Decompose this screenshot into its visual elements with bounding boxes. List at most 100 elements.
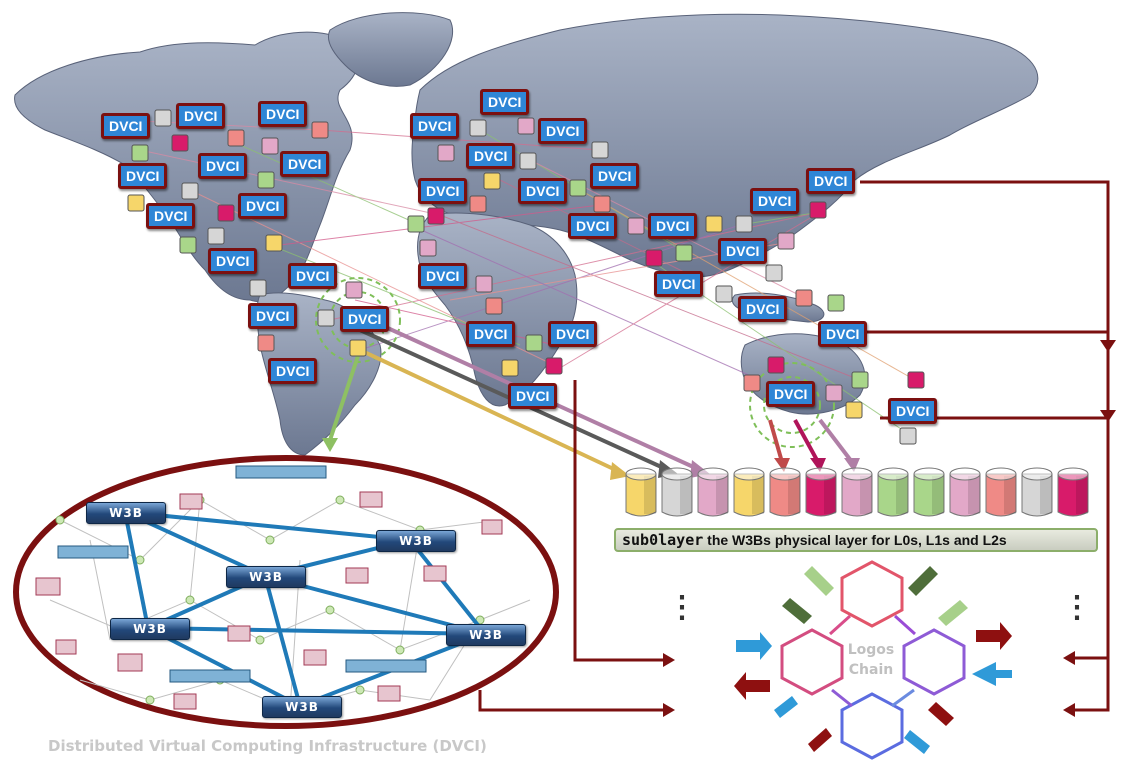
- green-node-square: [257, 171, 275, 189]
- ellipsis-left: ⋮: [667, 591, 697, 624]
- dvci-node: DVCI: [146, 203, 196, 229]
- dvci-node: DVCI: [888, 398, 938, 424]
- w3b-network: [13, 455, 559, 729]
- logos-chain-line1: Logos: [847, 642, 895, 658]
- dvci-node: DVCI: [518, 178, 568, 204]
- gray-node-square: [469, 119, 487, 137]
- dvci-node: DVCI: [118, 163, 168, 189]
- dvci-node: DVCI: [568, 213, 618, 239]
- salmon-node-square: [795, 289, 813, 307]
- pink-node-square: [825, 384, 843, 402]
- dvci-node: DVCI: [818, 321, 868, 347]
- flow-arrows: [328, 318, 854, 474]
- gray-node-square: [181, 182, 199, 200]
- salmon-node-square: [311, 121, 329, 139]
- dvci-node: DVCI: [410, 113, 460, 139]
- yellow-node-square: [845, 401, 863, 419]
- pink-layer-cylinder: [841, 467, 873, 517]
- dvci-node: DVCI: [340, 306, 390, 332]
- dvci-node: DVCI: [418, 263, 468, 289]
- routing-arrowheads: [663, 340, 1116, 717]
- gray-layer-cylinder: [661, 467, 693, 517]
- dvci-node: DVCI: [288, 263, 338, 289]
- pink-layer-cylinder: [949, 467, 981, 517]
- sub0layer-text: the W3Bs physical layer for L0s, L1s and…: [703, 532, 1007, 548]
- dvci-node: DVCI: [480, 89, 530, 115]
- salmon-layer-cylinder: [769, 467, 801, 517]
- dvci-node: DVCI: [248, 303, 298, 329]
- dvci-node: DVCI: [508, 383, 558, 409]
- gray-node-square: [765, 264, 783, 282]
- ellipsis-right: ⋮: [1062, 591, 1092, 624]
- yellow-layer-cylinder: [733, 467, 765, 517]
- dvci-node: DVCI: [590, 163, 640, 189]
- yellow-node-square: [705, 215, 723, 233]
- gray-node-square: [317, 309, 335, 327]
- dvci-node: DVCI: [176, 103, 226, 129]
- pink-node-square: [777, 232, 795, 250]
- magenta-node-square: [645, 249, 663, 267]
- dvci-node: DVCI: [101, 113, 151, 139]
- sub0layer-name: sub0layer: [622, 531, 704, 549]
- pink-node-square: [345, 281, 363, 299]
- magenta-layer-cylinder: [1057, 467, 1089, 517]
- gray-node-square: [519, 152, 537, 170]
- salmon-node-square: [257, 334, 275, 352]
- dvci-node: DVCI: [718, 238, 768, 264]
- dvci-node: DVCI: [238, 193, 288, 219]
- gray-node-square: [899, 427, 917, 445]
- green-node-square: [179, 236, 197, 254]
- dvci-node: DVCI: [766, 381, 816, 407]
- yellow-layer-cylinder: [625, 467, 657, 517]
- dvci-node: DVCI: [538, 118, 588, 144]
- gray-node-square: [591, 141, 609, 159]
- dvci-node: DVCI: [738, 296, 788, 322]
- w3b-node: W3B: [262, 696, 342, 718]
- dvci-node: DVCI: [418, 178, 468, 204]
- w3b-node: W3B: [110, 618, 190, 640]
- magenta-node-square: [809, 201, 827, 219]
- dvci-node: DVCI: [548, 321, 598, 347]
- caption: Distributed Virtual Computing Infrastruc…: [48, 737, 487, 755]
- node-squares: [127, 109, 925, 445]
- pink-node-square: [261, 137, 279, 155]
- dvci-node: DVCI: [750, 188, 800, 214]
- dvci-node: DVCI: [280, 151, 330, 177]
- yellow-node-square: [127, 194, 145, 212]
- chain-arrows: [734, 566, 1012, 754]
- green-node-square: [675, 244, 693, 262]
- gray-node-square: [207, 227, 225, 245]
- magenta-layer-cylinder: [805, 467, 837, 517]
- yellow-node-square: [483, 172, 501, 190]
- green-node-square: [407, 215, 425, 233]
- dvci-node: DVCI: [806, 168, 856, 194]
- green-node-square: [569, 179, 587, 197]
- computer-icons: [35, 491, 503, 710]
- magenta-node-square: [171, 134, 189, 152]
- green-node-square: [525, 334, 543, 352]
- layer-stack: [625, 467, 1089, 517]
- salmon-node-square: [593, 195, 611, 213]
- dvci-node: DVCI: [466, 321, 516, 347]
- dvci-node: DVCI: [268, 358, 318, 384]
- dvci-node: DVCI: [208, 248, 258, 274]
- green-node-square: [851, 371, 869, 389]
- w3b-node: W3B: [226, 566, 306, 588]
- salmon-layer-cylinder: [985, 467, 1017, 517]
- gray-layer-cylinder: [1021, 467, 1053, 517]
- pink-node-square: [517, 117, 535, 135]
- server-icons: [57, 465, 427, 683]
- green-layer-cylinder: [877, 467, 909, 517]
- magenta-node-square: [427, 207, 445, 225]
- salmon-node-square: [485, 297, 503, 315]
- greenland: [327, 12, 454, 87]
- magenta-node-square: [767, 356, 785, 374]
- w3b-node: W3B: [446, 624, 526, 646]
- gray-node-square: [735, 215, 753, 233]
- logos-chain: [780, 560, 966, 760]
- pink-node-square: [419, 239, 437, 257]
- gray-node-square: [154, 109, 172, 127]
- green-node-square: [827, 294, 845, 312]
